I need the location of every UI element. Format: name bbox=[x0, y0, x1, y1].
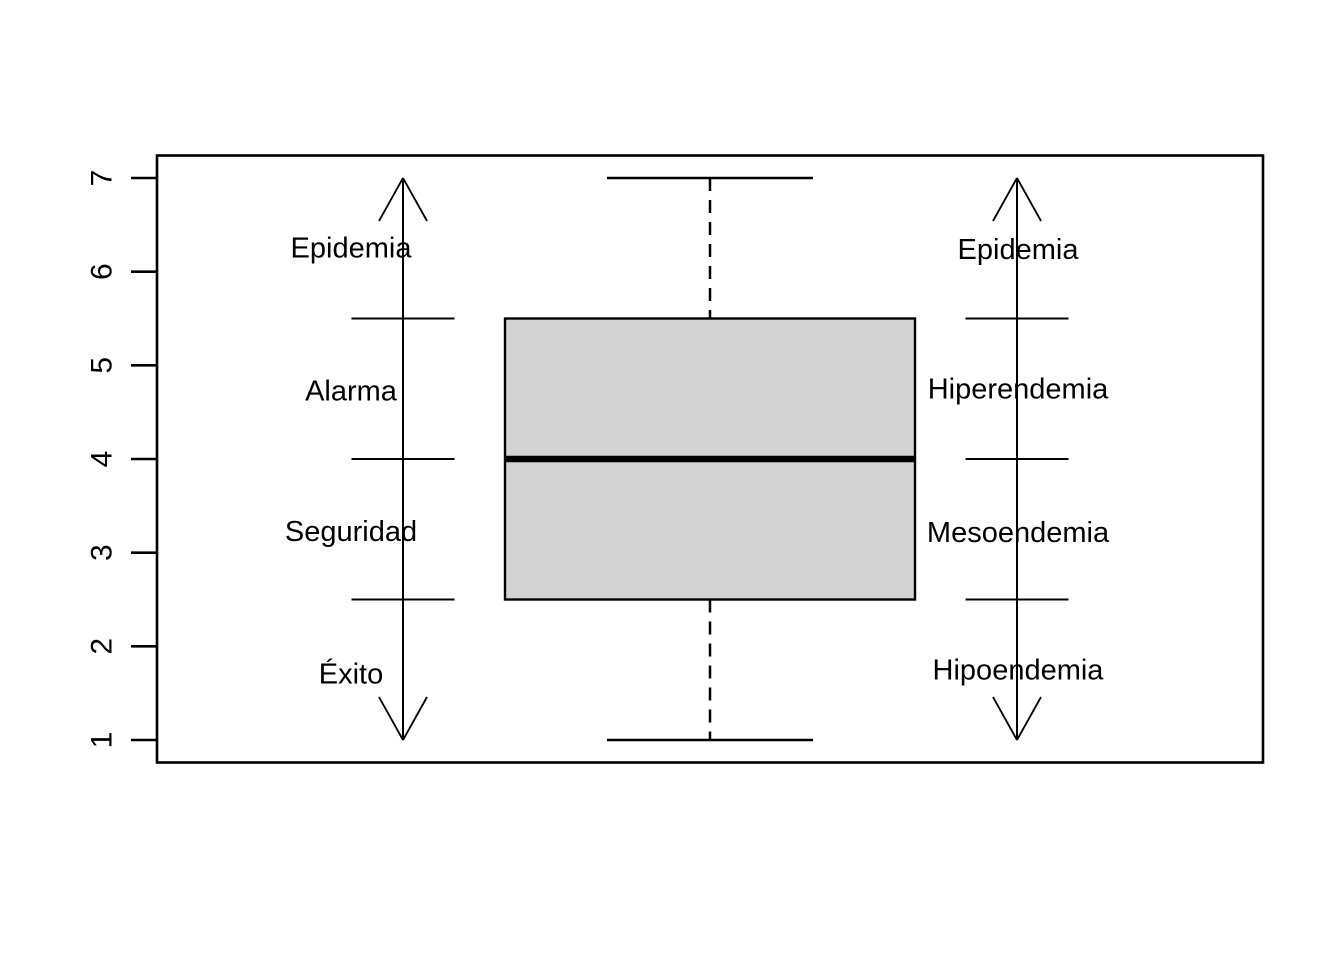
right-scale-label: Hiperendemia bbox=[928, 374, 1109, 406]
right-scale-arrowhead-up bbox=[992, 177, 1018, 222]
y-axis-tick-label: 2 bbox=[86, 638, 119, 655]
left-scale-arrowhead-down bbox=[378, 696, 404, 741]
y-axis-tick-label: 3 bbox=[86, 544, 119, 561]
y-axis-tick-label: 1 bbox=[86, 732, 119, 749]
y-axis-tick-label: 6 bbox=[86, 263, 119, 280]
right-scale-arrowhead-up bbox=[1016, 177, 1042, 222]
y-axis-tick-label: 7 bbox=[86, 170, 119, 187]
left-scale-label: Seguridad bbox=[285, 516, 417, 548]
y-axis-tick-label: 4 bbox=[86, 451, 119, 468]
left-scale-label: Alarma bbox=[305, 376, 398, 408]
left-scale-label: Epidemia bbox=[291, 232, 413, 264]
right-scale-label: Epidemia bbox=[958, 234, 1080, 266]
right-scale-label: Mesoendemia bbox=[927, 517, 1110, 549]
left-scale-arrowhead-up bbox=[378, 177, 404, 222]
left-scale-arrowhead-up bbox=[402, 177, 428, 222]
left-scale-label: Éxito bbox=[319, 657, 383, 690]
right-scale-arrowhead-down bbox=[992, 696, 1018, 741]
right-scale-arrowhead-down bbox=[1016, 696, 1042, 741]
right-scale-label: Hipoendemia bbox=[933, 655, 1105, 687]
y-axis-tick-label: 5 bbox=[86, 357, 119, 374]
left-scale-arrowhead-down bbox=[402, 696, 428, 741]
